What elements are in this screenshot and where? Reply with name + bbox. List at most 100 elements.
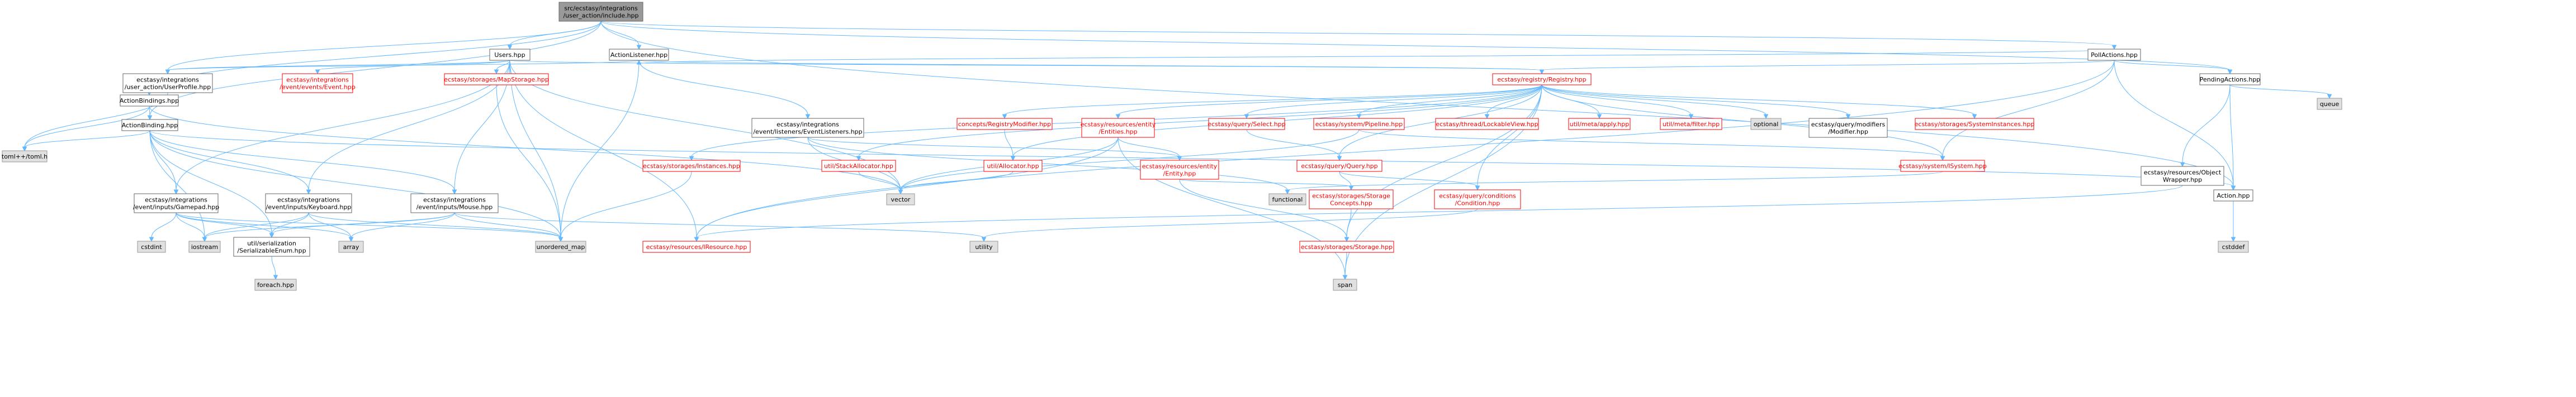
node-registrymodifier[interactable]: concepts/RegistryModifier.hpp	[956, 118, 1053, 130]
edge-arrowhead	[202, 237, 207, 242]
node-label: /event/events/Event.hpp	[280, 84, 355, 91]
node-box	[489, 49, 531, 61]
edge-root-to-userprofile	[167, 21, 602, 71]
edge-registry-to-registrymodifier	[1004, 84, 1542, 116]
node-box	[1435, 118, 1539, 130]
node-label: /event/inputs/Keyboard.hpp	[266, 204, 352, 211]
edge-storageconcepts-to-storage	[1346, 208, 1352, 238]
node-box	[1208, 118, 1285, 130]
node-label: src/ecstasy/integrations	[564, 5, 638, 12]
node-filter[interactable]: util/meta/filter.hpp	[1660, 118, 1722, 130]
edge-arrowhead	[1342, 275, 1348, 280]
edge-users-to-userprofile	[167, 60, 510, 71]
edge-arrowhead	[805, 114, 811, 119]
edge-actionbinding-to-keyboard	[149, 130, 309, 191]
node-stackallocator[interactable]: util/StackAllocator.hpp	[821, 160, 896, 172]
node-iallocator[interactable]: util/Allocator.hpp	[983, 160, 1043, 172]
node-registry[interactable]: ecstasy/registry/Registry.hpp	[1492, 73, 1592, 85]
edge-users-to-iresource	[509, 60, 697, 238]
edge-users-to-mapstorage	[496, 60, 510, 71]
node-label: ecstasy/integrations	[277, 197, 340, 204]
node-label: ecstasy/resources/Object	[2144, 169, 2222, 176]
edge-registry-to-lockableview	[1486, 84, 1542, 116]
node-box	[2317, 98, 2342, 110]
node-pendingactions[interactable]: PendingActions.hpp	[2199, 73, 2261, 85]
node-box	[1660, 118, 1722, 130]
node-isystem[interactable]: ecstasy/system/ISystem.hpp	[1898, 160, 1987, 172]
node-label: /SerializableEnum.hpp	[237, 247, 306, 255]
edge-actionbinding-to-gamepad	[149, 130, 177, 191]
edge-registry-to-systeminstances	[1541, 84, 1975, 116]
node-label: span	[1338, 281, 1352, 289]
node-label: ecstasy/resources/entity	[1081, 121, 1156, 128]
edge-arrowhead	[149, 237, 154, 242]
node-query[interactable]: ecstasy/query/Query.hpp	[1296, 160, 1382, 172]
edge-keyboard-to-unorderedmap	[308, 212, 561, 238]
edge-arrowhead	[1115, 114, 1121, 119]
node-label: ecstasy/integrations	[423, 197, 486, 204]
edge-arrowhead	[165, 69, 171, 75]
node-users[interactable]: Users.hpp	[489, 49, 531, 61]
edge-pollactions-to-pendingactions	[2114, 60, 2231, 71]
edge-arrowhead	[1484, 114, 1490, 119]
node-storage[interactable]: ecstasy/storages/Storage.hpp	[1299, 241, 1394, 253]
node-box	[751, 118, 864, 138]
node-mouse[interactable]: ecstasy/integrations/event/inputs/Mouse.…	[410, 193, 499, 213]
edge-arrowhead	[1597, 114, 1602, 119]
edge-mouse-to-serializableenum	[271, 212, 455, 235]
node-apply[interactable]: util/meta/apply.hpp	[1568, 118, 1631, 130]
node-condition[interactable]: ecstasy/query/conditions/Condition.hpp	[1434, 189, 1521, 209]
edge-arrowhead	[636, 45, 642, 50]
node-box	[609, 49, 669, 61]
edge-gamepad-to-iostream	[176, 212, 205, 238]
node-label: ActionBinding.hpp	[122, 122, 178, 129]
edge-arrowhead	[2231, 185, 2236, 191]
node-userprofile[interactable]: ecstasy/integrations/user_action/UserPro…	[122, 73, 213, 93]
node-box	[137, 241, 166, 253]
edge-actionlistener-to-registry	[638, 60, 1542, 71]
edge-root-to-actionbinding	[149, 21, 602, 117]
edge-registry-to-optional	[1541, 84, 1767, 116]
node-entity[interactable]: ecstasy/resources/entity/Entity.hpp	[1140, 160, 1219, 180]
edge-registry-to-storage	[1346, 84, 1542, 238]
edge-registry-to-pipeline	[1358, 84, 1542, 116]
node-box	[134, 193, 219, 213]
node-mapstorage[interactable]: ecstasy/storages/MapStorage.hpp	[444, 73, 549, 85]
node-action[interactable]: Action.hpp	[2213, 189, 2253, 202]
node-instances[interactable]: ecstasy/storages/Instances.hpp	[642, 160, 741, 172]
node-actionlistener[interactable]: ActionListener.hpp	[609, 49, 669, 61]
node-lockableview[interactable]: ecstasy/thread/LockableView.hpp	[1435, 118, 1539, 130]
node-pollactions[interactable]: PollActions.hpp	[2087, 49, 2141, 61]
node-label: optional	[1754, 121, 1779, 128]
node-keyboard[interactable]: ecstasy/integrations/event/inputs/Keyboa…	[265, 193, 352, 213]
node-iresource[interactable]: ecstasy/resources/IResource.hpp	[642, 241, 751, 253]
node-box	[1081, 118, 1155, 138]
node-entities[interactable]: ecstasy/resources/entity/Entities.hpp	[1081, 118, 1156, 138]
node-actionbindings[interactable]: ActionBindings.hpp	[120, 94, 179, 107]
node-select[interactable]: ecstasy/query/Select.hpp	[1208, 118, 1286, 130]
node-querymodifier[interactable]: ecstasy/query/modifiers/Modifier.hpp	[1808, 118, 1888, 138]
node-event[interactable]: ecstasy/integrations/event/events/Event.…	[280, 73, 356, 93]
node-actionbinding[interactable]: ActionBinding.hpp	[121, 119, 178, 131]
node-systeminstances[interactable]: ecstasy/storages/SystemInstances.hpp	[1915, 118, 2035, 130]
node-pipeline[interactable]: ecstasy/system/Pipeline.hpp	[1313, 118, 1405, 130]
edge-arrowhead	[1244, 114, 1249, 119]
node-label: ecstasy/system/Pipeline.hpp	[1315, 121, 1403, 128]
node-label: unordered_map	[537, 243, 585, 251]
edge-root-to-pollactions	[600, 21, 2115, 46]
edge-actionlistener-to-userprofile	[167, 60, 640, 71]
node-gamepad[interactable]: ecstasy/integrations/event/inputs/Gamepa…	[133, 193, 219, 213]
edge-registry-to-condition	[1477, 84, 1542, 187]
node-label: ActionBindings.hpp	[120, 97, 179, 104]
node-eventlisteners[interactable]: ecstasy/integrations/event/listeners/Eve…	[751, 118, 864, 138]
edge-eventlisteners-to-functional	[807, 137, 1288, 191]
edge-pollactions-to-isystem	[1942, 60, 2115, 157]
edge-keyboard-to-serializableenum	[271, 212, 309, 235]
node-label: utility	[975, 243, 993, 251]
edge-arrowhead	[494, 69, 499, 75]
edge-actionlistener-to-eventlisteners	[638, 60, 808, 116]
node-serializableenum[interactable]: util/serialization/SerializableEnum.hpp	[233, 237, 310, 257]
node-box	[2, 150, 48, 162]
